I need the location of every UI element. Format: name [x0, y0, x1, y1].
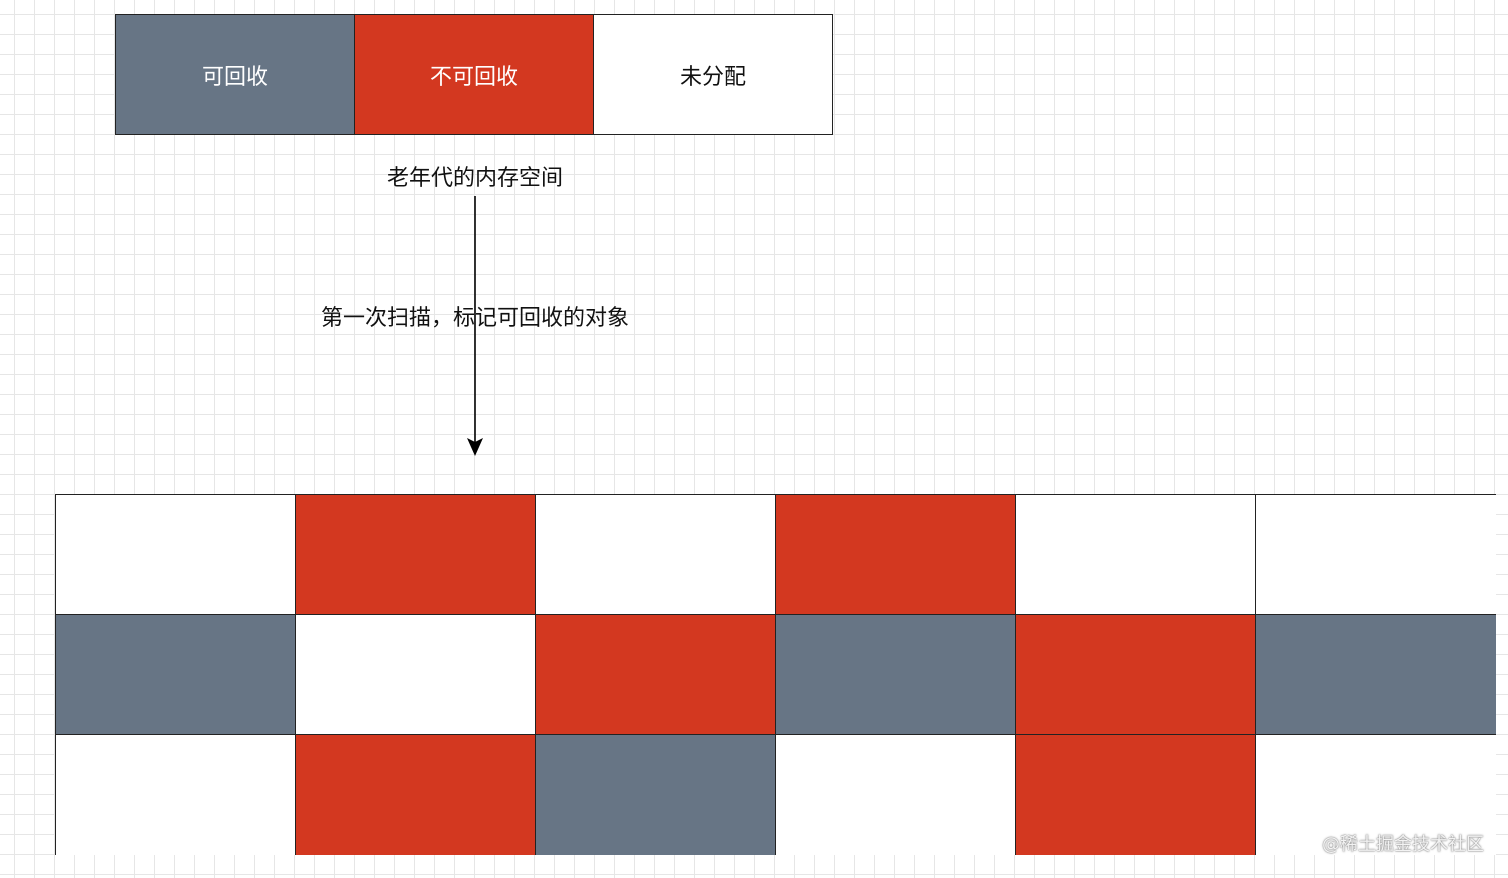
legend-label-not-reclaimable: 不可回收 [429, 64, 518, 90]
memory-block-unallocated [56, 495, 296, 615]
memory-block-reclaimable [56, 615, 296, 735]
memory-block-unallocated [536, 495, 776, 615]
scan-step-caption: 第一次扫描，标记可回收的对象 [320, 306, 629, 331]
memory-grid [55, 494, 1496, 855]
memory-block-not-reclaimable [536, 615, 776, 735]
down-arrow-icon [467, 196, 483, 456]
memory-block-not-reclaimable [776, 495, 1016, 615]
legend-unallocated: 未分配 [593, 14, 833, 135]
memory-block-unallocated [776, 735, 1016, 855]
legend-label-reclaimable: 可回收 [201, 64, 268, 90]
memory-block-reclaimable [1256, 615, 1496, 735]
watermark: @稀土掘金技术社区 [1322, 834, 1484, 855]
memory-block-not-reclaimable [296, 735, 536, 855]
memory-block-not-reclaimable [1016, 735, 1256, 855]
memory-block-unallocated [56, 735, 296, 855]
old-generation-caption: 老年代的内存空间 [386, 166, 563, 191]
legend-not-reclaimable: 不可回收 [354, 14, 594, 135]
memory-block-unallocated [1256, 495, 1496, 615]
memory-block-unallocated [296, 615, 536, 735]
memory-block-unallocated [1256, 735, 1496, 855]
memory-block-reclaimable [536, 735, 776, 855]
memory-block-reclaimable [776, 615, 1016, 735]
legend-reclaimable: 可回收 [115, 14, 355, 135]
memory-block-not-reclaimable [1016, 615, 1256, 735]
legend-label-unallocated: 未分配 [679, 64, 746, 90]
memory-block-not-reclaimable [296, 495, 536, 615]
memory-block-unallocated [1016, 495, 1256, 615]
legend: 可回收 不可回收 未分配 [115, 14, 835, 135]
